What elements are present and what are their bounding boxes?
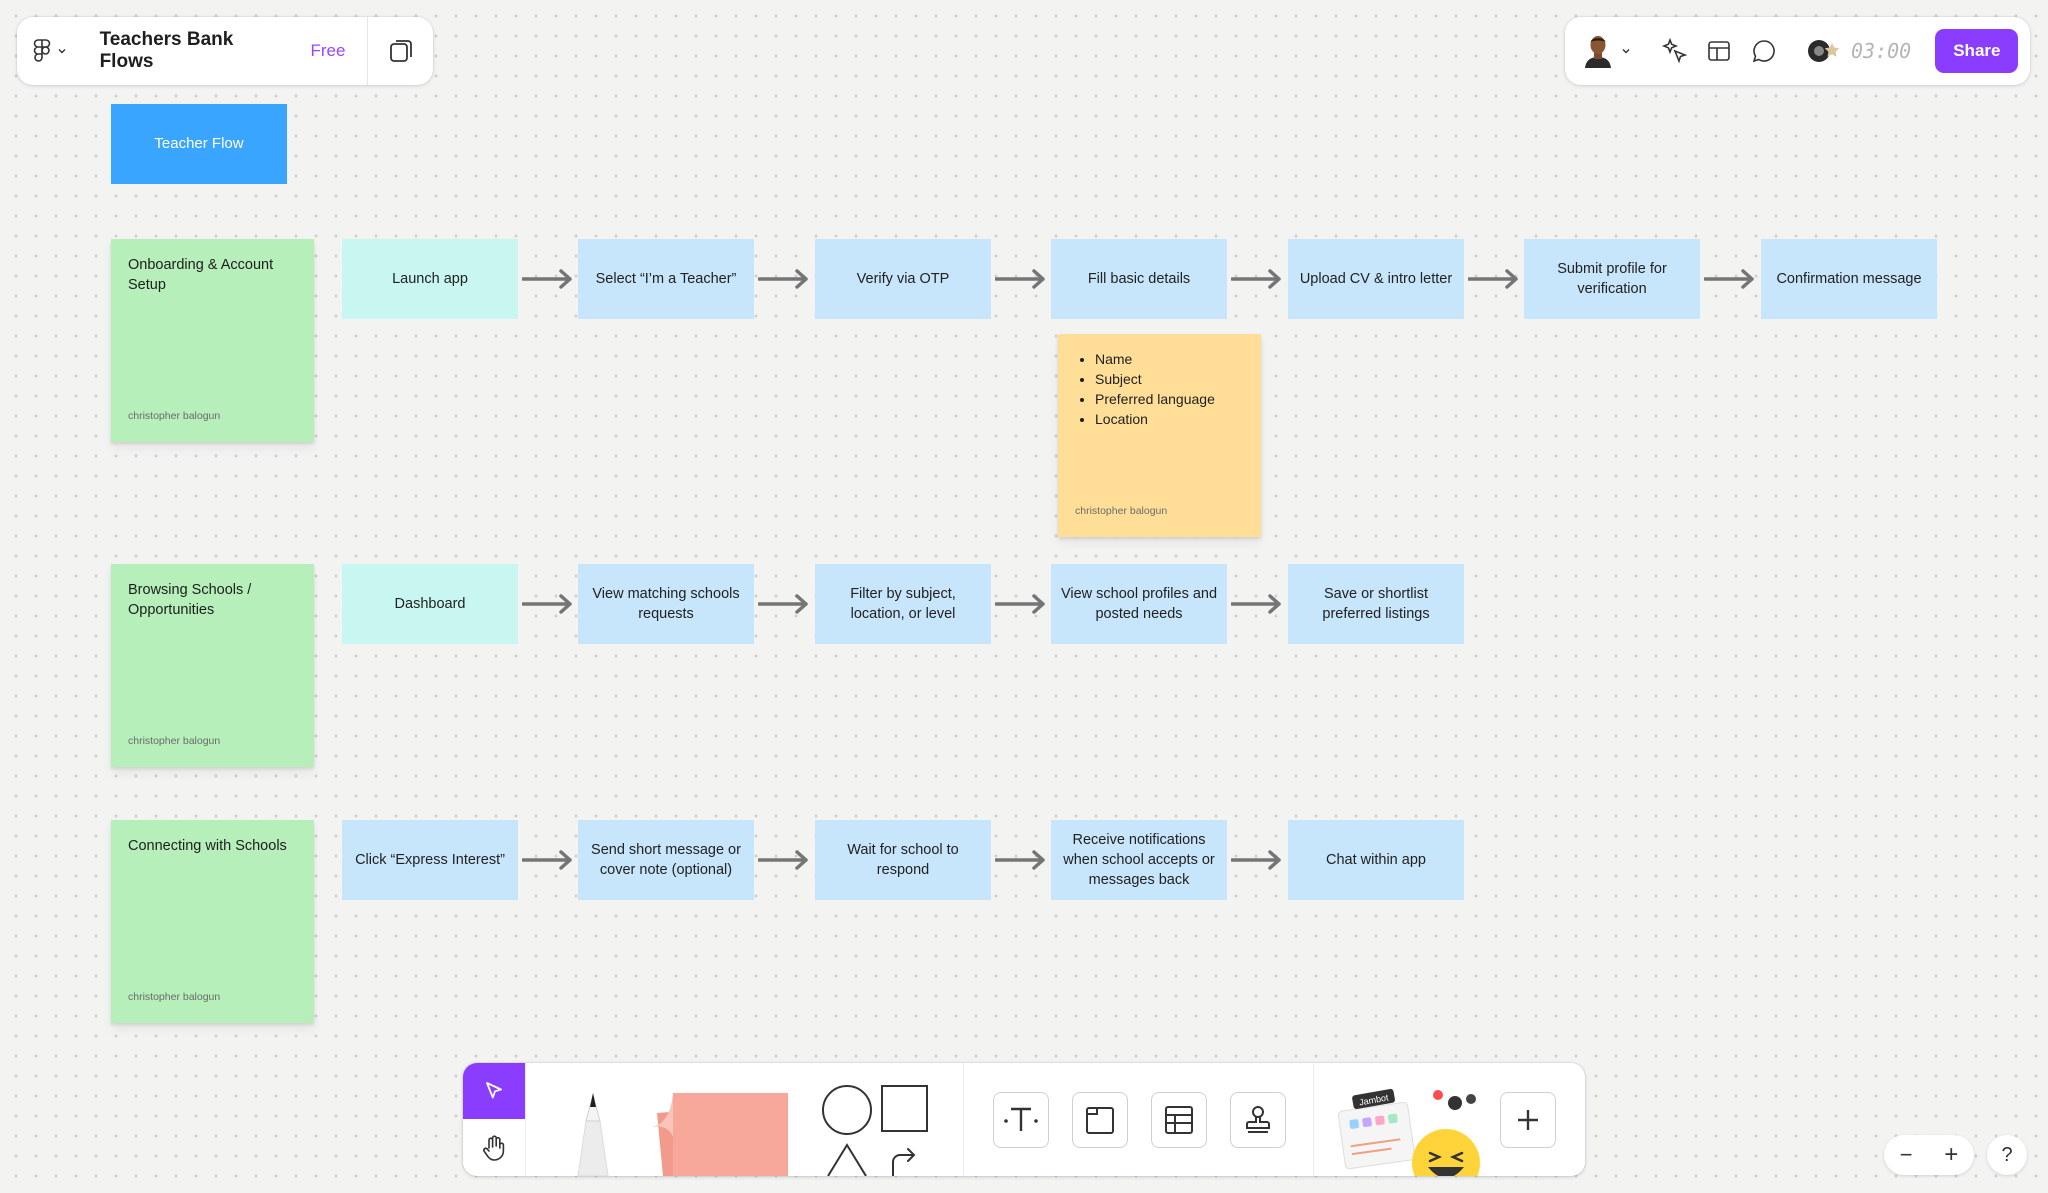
main-menu-button[interactable] [17, 17, 84, 85]
list-item: Location [1095, 409, 1244, 429]
user-menu-button[interactable] [1583, 34, 1631, 68]
connector-arrow[interactable] [758, 269, 810, 289]
table-icon [1165, 1106, 1193, 1134]
select-tool[interactable] [463, 1063, 525, 1119]
help-button[interactable]: ? [1987, 1135, 2027, 1175]
step-upload-cv[interactable]: Upload CV & intro letter [1288, 239, 1464, 319]
connector-arrow[interactable] [758, 850, 810, 870]
step-save-shortlist[interactable]: Save or shortlist preferred listings [1288, 564, 1464, 644]
toolbar-divider [963, 1063, 964, 1176]
connector-arrow[interactable] [1231, 850, 1283, 870]
figma-logo-icon [33, 39, 51, 62]
connector-arrow[interactable] [522, 269, 574, 289]
text-icon [1004, 1107, 1038, 1131]
sticky-author: christopher balogun [1075, 505, 1168, 517]
sticky-title: Browsing Schools / Opportunities [128, 582, 252, 618]
text-tool[interactable] [993, 1092, 1049, 1148]
sticky-browsing[interactable]: Browsing Schools / Opportunities christo… [111, 564, 314, 767]
step-view-matching[interactable]: View matching schools requests [578, 564, 754, 644]
zoom-controls: − + [1884, 1135, 1974, 1175]
toolbar-divider [525, 1063, 526, 1176]
hand-tool[interactable] [463, 1119, 525, 1176]
toolbar-divider [367, 17, 369, 85]
step-select-teacher[interactable]: Select “I’m a Teacher” [578, 239, 754, 319]
collaboration-toolbar: 03:00 Share [1565, 17, 2030, 85]
step-dashboard[interactable]: Dashboard [342, 564, 518, 644]
share-button[interactable]: Share [1935, 29, 2019, 73]
step-wait-response[interactable]: Wait for school to respond [815, 820, 991, 900]
hand-icon [483, 1134, 505, 1161]
step-express-interest[interactable]: Click “Express Interest” [342, 820, 518, 900]
file-title[interactable]: Teachers Bank Flows [99, 29, 234, 72]
connector-arrow[interactable] [995, 850, 1047, 870]
connector-arrow[interactable] [995, 594, 1047, 614]
more-tools-button[interactable] [1500, 1092, 1556, 1148]
details-list: Name Subject Preferred language Location [1075, 349, 1244, 429]
zoom-out-button[interactable]: − [1899, 1142, 1913, 1167]
timer-readout: 03:00 [1851, 39, 1912, 63]
templates-button[interactable] [1706, 38, 1732, 64]
shapes-tool[interactable] [818, 1083, 938, 1176]
connector-arrow[interactable] [1231, 269, 1283, 289]
sticky-basic-details[interactable]: Name Subject Preferred language Location… [1058, 334, 1261, 537]
sticky-author: christopher balogun [128, 991, 221, 1003]
step-verify-otp[interactable]: Verify via OTP [815, 239, 991, 319]
creation-toolbar: Jambot [463, 1063, 1585, 1176]
connector-arrow[interactable] [522, 850, 574, 870]
chevron-down-icon [1622, 49, 1630, 54]
connector-arrow[interactable] [758, 594, 810, 614]
step-receive-notifications[interactable]: Receive notifications when school accept… [1051, 820, 1227, 900]
connector-arrow[interactable] [995, 269, 1047, 289]
pages-icon [389, 40, 412, 62]
sticky-note-tool[interactable] [643, 1083, 803, 1176]
chevron-down-icon [58, 49, 66, 54]
toolbar-divider [1313, 1063, 1314, 1176]
sticky-author: christopher balogun [128, 410, 221, 422]
step-send-message[interactable]: Send short message or cover note (option… [578, 820, 754, 900]
ai-actions-button[interactable] [1661, 37, 1689, 65]
sparkle-cursor-icon [1661, 37, 1688, 64]
comment-icon [1752, 40, 1775, 63]
pages-button[interactable] [368, 17, 433, 85]
plus-icon [1518, 1110, 1538, 1130]
step-confirmation[interactable]: Confirmation message [1761, 239, 1937, 319]
step-submit-profile[interactable]: Submit profile for verification [1524, 239, 1700, 319]
layout-icon [1708, 41, 1730, 61]
section-tool[interactable] [1072, 1092, 1128, 1148]
step-filter[interactable]: Filter by subject, location, or level [815, 564, 991, 644]
table-tool[interactable] [1151, 1092, 1207, 1148]
teacher-flow-title[interactable]: Teacher Flow [111, 104, 287, 184]
avatar [1585, 36, 1611, 68]
section-icon [1086, 1107, 1114, 1134]
sticky-author: christopher balogun [128, 735, 221, 747]
list-item: Preferred language [1095, 389, 1244, 409]
plan-badge[interactable]: Free [310, 41, 346, 60]
timer-widget[interactable]: 03:00 [1807, 37, 1911, 65]
widgets-tool[interactable]: Jambot [1333, 1077, 1483, 1176]
step-launch-app[interactable]: Launch app [342, 239, 518, 319]
connector-arrow[interactable] [1231, 594, 1283, 614]
sticky-onboarding[interactable]: Onboarding & Account Setup christopher b… [111, 239, 314, 442]
stopwatch-icon [1808, 40, 1840, 62]
sticky-title: Onboarding & Account Setup [128, 257, 274, 293]
pointer-cursor-icon [486, 1082, 502, 1099]
step-chat[interactable]: Chat within app [1288, 820, 1464, 900]
zoom-in-button[interactable]: + [1944, 1141, 1959, 1168]
stamp-icon [1246, 1106, 1270, 1133]
connector-arrow[interactable] [1704, 269, 1756, 289]
comments-button[interactable] [1751, 38, 1777, 64]
file-toolbar: Teachers Bank Flows Free [17, 17, 433, 85]
stamp-tool[interactable] [1230, 1092, 1286, 1148]
connector-arrow[interactable] [1468, 269, 1520, 289]
step-view-profiles[interactable]: View school profiles and posted needs [1051, 564, 1227, 644]
sticky-connecting[interactable]: Connecting with Schools christopher balo… [111, 820, 314, 1023]
pen-tool[interactable] [558, 1081, 628, 1176]
sticky-title: Connecting with Schools [128, 838, 287, 854]
list-item: Name [1095, 349, 1244, 369]
step-fill-details[interactable]: Fill basic details [1051, 239, 1227, 319]
list-item: Subject [1095, 369, 1244, 389]
connector-arrow[interactable] [522, 594, 574, 614]
